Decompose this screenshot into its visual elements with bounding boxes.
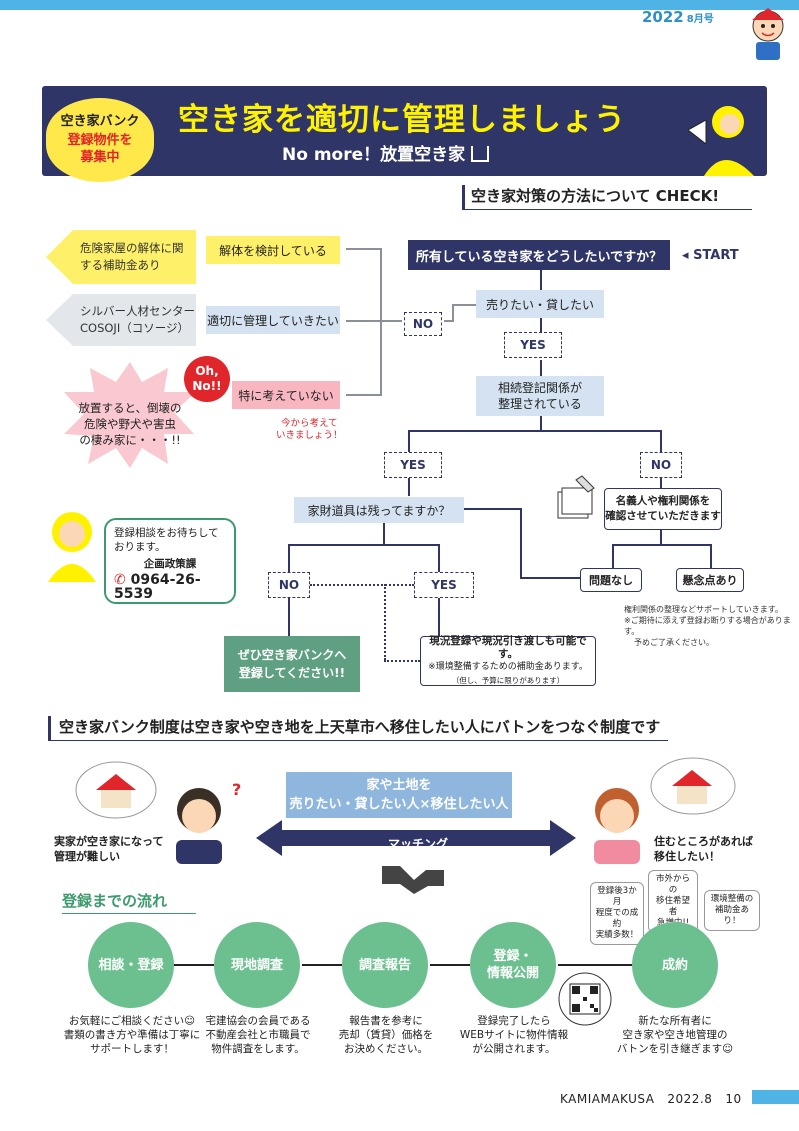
- think-now-note: 今から考えていきましょう！: [276, 418, 343, 441]
- as-is-box: 現況登録や現況引き渡しも可能です。※環境整備するための補助金あります。（但し、予…: [420, 635, 596, 686]
- demolish-box: 解体を検討している: [206, 236, 340, 264]
- process-heading: 登録までの流れ: [62, 890, 196, 914]
- top-bar: [0, 0, 799, 10]
- page-subtitle: No more！放置空き家: [282, 140, 490, 165]
- page-title: 空き家を適切に管理しましょう: [178, 102, 626, 138]
- concern-box: 懸念点あり: [676, 568, 744, 592]
- page-number: 10: [725, 1092, 742, 1106]
- registry-question: 相続登記関係が整理されている: [476, 376, 604, 416]
- step-report: 調査報告: [342, 922, 428, 1008]
- manage-box: 適切に管理していきたい: [206, 306, 340, 334]
- check-header: 空き家対策の方法について CHECK!: [462, 185, 752, 210]
- house-thought-left: [75, 761, 157, 819]
- sell-rent-box: 売りたい・貸したい: [476, 290, 604, 318]
- step-contract: 成約: [632, 922, 718, 1008]
- documents-icon: [557, 475, 595, 519]
- not-thinking-box: 特に考えていない: [232, 381, 340, 409]
- man-icon: [176, 788, 222, 864]
- no-tag-3: NO: [268, 572, 310, 598]
- rights-note: 権利関係の整理などサポートしていきます。※ご期待に添えず登録お断りする場合があり…: [624, 605, 791, 647]
- bubble-3: 環境整備の補助金あり！: [704, 890, 760, 931]
- handshake-icon: [382, 866, 444, 894]
- house-thought-right: [650, 757, 736, 815]
- double-arrow: [256, 820, 576, 856]
- phone-number[interactable]: ✆ 0964-26-5539: [114, 572, 201, 602]
- start-label: ◂ START: [682, 248, 739, 263]
- danger-text: 放置すると、倒壊の危険や野犬や害虫の棲み家に・・・!!: [78, 401, 182, 447]
- step-survey: 現地調査: [214, 922, 300, 1008]
- left-caption: 実家が空き家になって管理が難しい: [54, 835, 164, 863]
- step-contract-caption: 新たな所有者に空き家や空き地管理のバトンを引き継ぎます☺: [616, 1015, 734, 1055]
- step-survey-caption: 宅建協会の会員である不動産会社と市職員で物件調査をします。: [205, 1015, 311, 1055]
- step-publish: 登録・情報公開: [470, 922, 556, 1008]
- bubble-1: 登録後3か月程度での成約実績多数！: [590, 882, 644, 945]
- yes-tag-2: YES: [384, 452, 442, 478]
- section-heading: 空き家バンク制度は空き家や空き地を上天草市へ移住したい人にバトンをつなぐ制度です: [48, 716, 668, 741]
- step-consult: 相談・登録: [88, 922, 174, 1008]
- step-report-caption: 報告書を参考に売却（賃貸）価格をお決めください。: [338, 1015, 434, 1055]
- megaphone-woman-icon: [687, 106, 754, 176]
- contact-box: 登録相談をお待ちして おります。 企画政策課 ✆ 0964-26-5539: [104, 518, 236, 604]
- right-caption: 住むところがあれば移住したい！: [654, 835, 753, 863]
- no-tag-2: NO: [640, 452, 682, 478]
- footer: KAMIAMAKUSA 2022.8 10: [560, 1092, 742, 1106]
- goods-question: 家財道具は残ってますか？: [294, 497, 464, 523]
- yes-tag-3: YES: [414, 572, 474, 598]
- no-problem-box: 問題なし: [580, 568, 642, 592]
- no-tag-1: NO: [404, 312, 442, 336]
- yes-tag-1: YES: [504, 332, 562, 358]
- oh-no-bubble: Oh,No!!: [184, 356, 230, 402]
- phone-icon: ✆: [114, 572, 126, 588]
- danger-burst: [64, 362, 196, 468]
- title-banner: [42, 86, 767, 176]
- matching-label: マッチング: [388, 837, 449, 851]
- question-mark: ?: [232, 780, 242, 799]
- subsidy-tag: 危険家屋の解体に関する補助金あり: [46, 230, 196, 284]
- footer-bar: [752, 1090, 799, 1104]
- akiya-bank-badge: 空き家バンク 登録物件を 募集中: [46, 98, 154, 182]
- step-consult-caption: お気軽にご相談ください☺書類の書き方や準備は丁寧にサポートします！: [63, 1015, 201, 1055]
- house-icon: [471, 146, 490, 162]
- phone-woman-icon: [48, 512, 96, 582]
- qr-code-icon[interactable]: [558, 972, 612, 1026]
- start-question: 所有している空き家をどうしたいですか？: [408, 240, 670, 270]
- woman-icon: [594, 788, 640, 864]
- confirm-box: 名義人や権利関係を確認させていただきます: [604, 488, 722, 530]
- sell-rent-banner: 家や土地を売りたい・貸したい人×移住したい人: [286, 772, 512, 818]
- register-please-box: ぜひ空き家バンクへ登録してください!!: [224, 636, 360, 692]
- mascot-icon: [752, 8, 784, 60]
